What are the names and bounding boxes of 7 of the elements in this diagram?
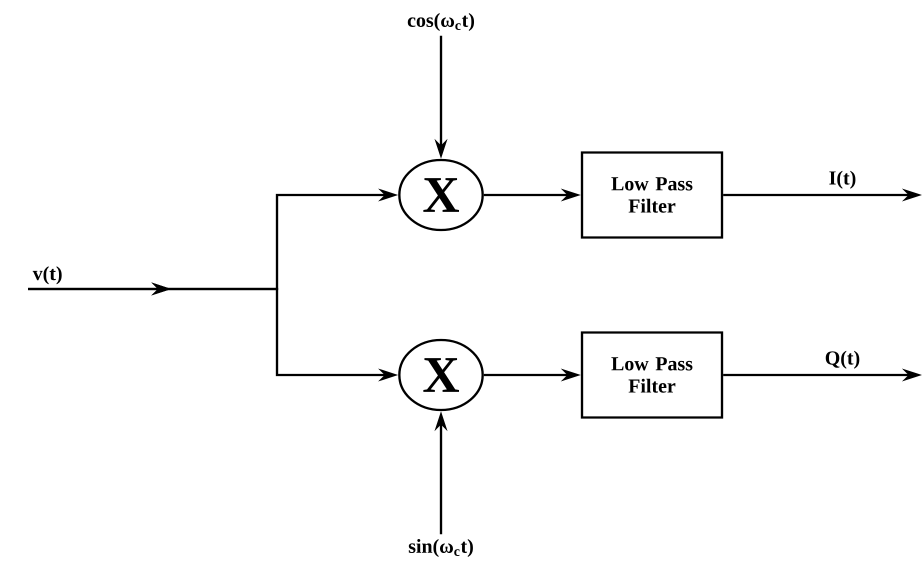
edge-label: I(t) — [829, 170, 856, 189]
signal-label: cos(ω$_{c}$t) — [408, 12, 474, 32]
filter-box: Low Pass Filter — [580, 331, 724, 419]
filter-box: Low Pass Filter — [580, 151, 724, 239]
signal-label: sin(ω$_{c}$t) — [408, 538, 473, 558]
edge-label: Q(t) — [826, 350, 860, 369]
signal-label: v(t) — [32, 266, 62, 284]
